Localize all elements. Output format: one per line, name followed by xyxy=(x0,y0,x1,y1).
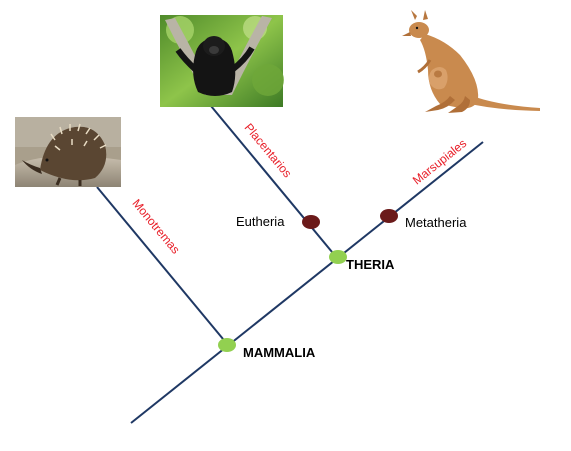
kangaroo-photo xyxy=(402,10,540,113)
placentarios-branch xyxy=(210,105,338,259)
theria-node xyxy=(329,250,347,264)
marsupiales-label: Marsupiales xyxy=(410,136,469,187)
monotremas-branch xyxy=(96,186,229,346)
eutheria-label: Eutheria xyxy=(236,214,285,229)
black-monkey-photo xyxy=(160,15,284,107)
main-trunk-branch xyxy=(130,141,484,424)
monotremas-label: Monotremas xyxy=(129,196,182,256)
mammalia-node xyxy=(218,338,236,352)
theria-label: THERIA xyxy=(346,257,395,272)
metatheria-node xyxy=(380,209,398,223)
metatheria-label: Metatheria xyxy=(405,215,467,230)
echidna-photo xyxy=(15,117,121,187)
placentarios-label: Placentarios xyxy=(242,121,295,181)
eutheria-node xyxy=(302,215,320,229)
mammalia-label: MAMMALIA xyxy=(243,345,316,360)
